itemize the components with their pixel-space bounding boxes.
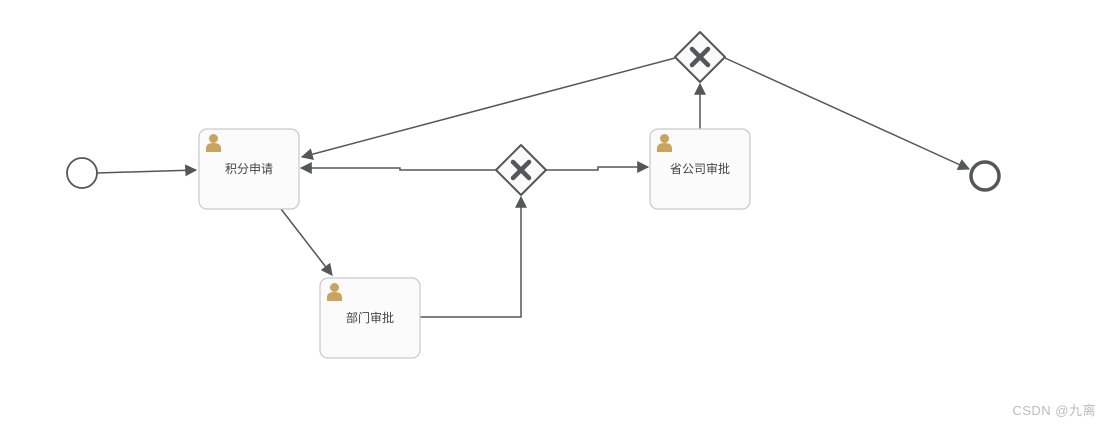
flow-top-gateway-reject-to-apply[interactable] (300, 57, 676, 161)
task-province-label: 省公司审批 (670, 161, 730, 176)
task-dept-shape (319, 277, 421, 359)
user-task-province[interactable]: 省公司审批 (649, 128, 751, 210)
flow-apply-to-dept[interactable] (280, 208, 333, 276)
exclusive-gateway-top[interactable] (674, 31, 726, 83)
flow-mid-gateway-to-province[interactable] (546, 161, 650, 173)
flow-dept-to-mid-gateway[interactable] (420, 195, 527, 318)
user-task-dept[interactable]: 部门审批 (319, 277, 421, 359)
task-province-shape (649, 128, 751, 210)
flow-start-to-apply[interactable] (96, 164, 198, 177)
end-event-circle (969, 160, 1001, 192)
task-apply-shape (198, 128, 300, 210)
user-task-apply[interactable]: 积分申请 (198, 128, 300, 210)
flow-top-gateway-to-end[interactable] (724, 57, 971, 170)
task-apply-label: 积分申请 (225, 162, 273, 176)
end-event-node[interactable] (969, 160, 1001, 192)
flow-mid-gateway-reject-to-apply[interactable] (299, 162, 496, 174)
start-event-circle (66, 157, 98, 189)
exclusive-gateway-mid[interactable] (495, 144, 547, 196)
task-dept-label: 部门审批 (346, 310, 394, 325)
start-event-node[interactable] (66, 157, 98, 189)
csdn-watermark: CSDN @九离 (1012, 403, 1096, 418)
x-mark-icon (510, 159, 532, 181)
x-mark-icon (689, 46, 711, 68)
